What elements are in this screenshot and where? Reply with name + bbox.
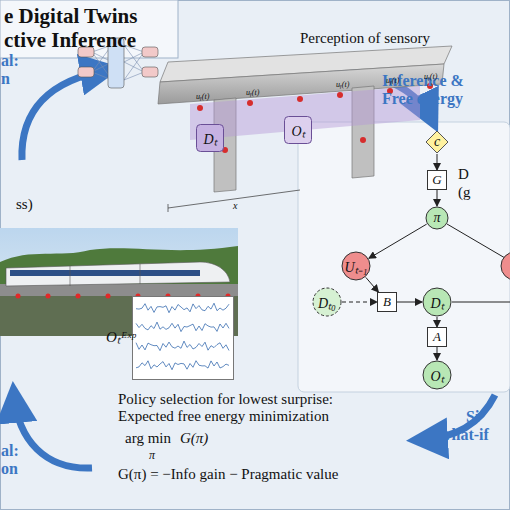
- caption-text: Expected free energy minimization: [118, 408, 329, 425]
- graph-arrow: [437, 347, 438, 360]
- graph-arrow: [437, 190, 438, 206]
- caption-text: Policy selection for lowest surprise:: [118, 391, 333, 408]
- step-label: Si: [466, 408, 479, 426]
- policy-circle: π: [425, 206, 449, 230]
- sensor-label: uᵧ(t): [386, 76, 399, 85]
- node-label: π: [433, 210, 440, 226]
- sensor-label: uᵧ(t): [424, 72, 437, 81]
- node-label: G: [432, 172, 441, 188]
- graph-arrow: [397, 302, 422, 303]
- initial-state-circle: Dₜ₀: [312, 287, 342, 317]
- transition-box: B: [377, 292, 397, 312]
- step-label: al:: [1, 442, 19, 460]
- node-label: Oₜ: [291, 121, 304, 140]
- graph-arrow: [342, 302, 377, 303]
- step-label: what-if: [440, 426, 489, 444]
- note-text: D: [458, 166, 469, 183]
- formula-subscript: π: [149, 448, 155, 463]
- note-text: ss): [16, 196, 33, 213]
- node-label: A: [433, 329, 441, 345]
- step-label: on: [1, 460, 18, 478]
- note-text: (g: [458, 184, 471, 201]
- measurement-panel-outline: [132, 296, 234, 380]
- formula-text: G(π): [180, 430, 208, 447]
- node-label: Oₜ: [430, 366, 443, 385]
- model-state-box: Dₜ: [196, 124, 224, 152]
- step-label: al:: [1, 52, 19, 70]
- measurement-panel: Oₜᴱˣᵖ: [132, 296, 234, 380]
- control-circle: Uₜ₋₁: [341, 251, 371, 281]
- factor-box: G: [427, 170, 447, 190]
- node-label: Dₜ: [430, 293, 443, 312]
- caption-text: Perception of sensory: [300, 30, 430, 47]
- node-label: c: [434, 134, 440, 150]
- state-circle: Dₜ: [422, 287, 452, 317]
- likelihood-box: A: [427, 327, 447, 347]
- graph-arrow: [369, 224, 427, 258]
- sensor-label: uᵧ(t): [336, 80, 349, 89]
- model-observation-box: Oₜ: [284, 116, 312, 144]
- node-label: Uₜ₋₁: [345, 257, 368, 276]
- sensor-label: uᵧ(t): [196, 92, 209, 101]
- graph-arrow: [366, 277, 379, 292]
- node-label: B: [383, 294, 391, 310]
- node-label: Oₜᴱˣᵖ: [106, 326, 135, 346]
- node-label: Dₜ: [203, 129, 216, 148]
- observation-circle: Oₜ: [422, 360, 452, 390]
- graph-arrow: [437, 317, 438, 327]
- step-label: Free energy: [382, 90, 463, 108]
- formula-text: G(π) = −Info gain − Pragmatic value: [118, 466, 338, 483]
- sensor-label: uᵧ(t): [246, 88, 259, 97]
- formula-text: arg min: [125, 430, 171, 447]
- node-label: Dₜ₀: [318, 293, 336, 312]
- graph-arrow: [437, 154, 438, 170]
- axis-label: x: [233, 200, 237, 211]
- step-label: n: [1, 70, 10, 88]
- diagram-title: e Digital Twins ctive Inference: [4, 4, 176, 52]
- preference-diamond: c: [425, 130, 449, 154]
